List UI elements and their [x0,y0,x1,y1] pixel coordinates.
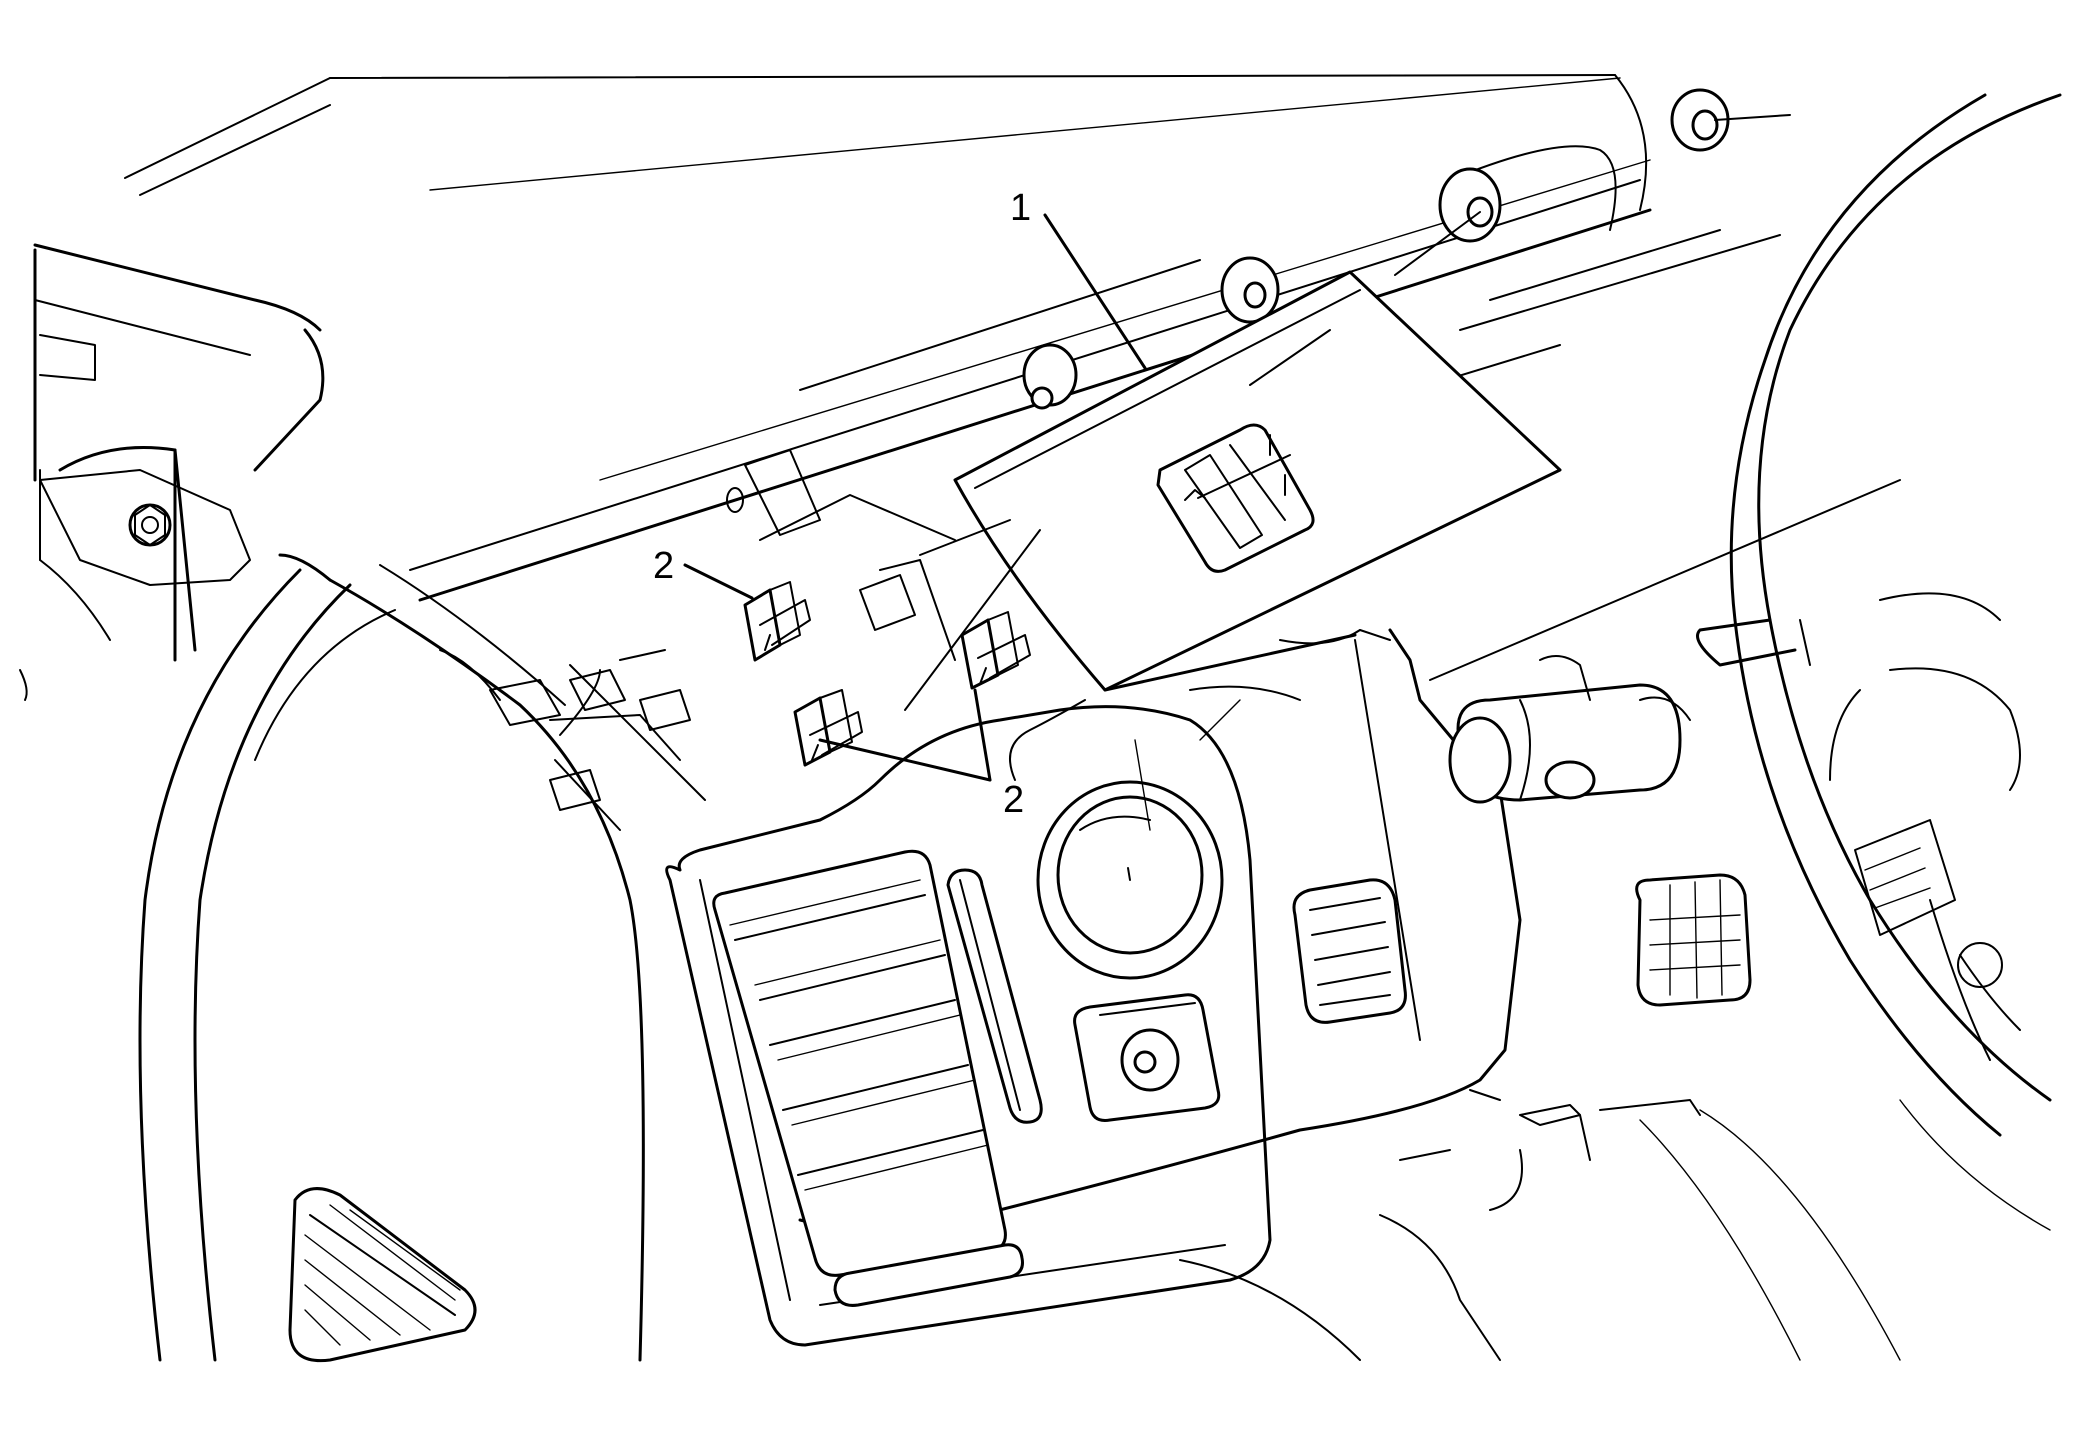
dash-edge-trim [328,564,681,1362]
steering-wheel [1696,93,2062,1137]
lower-trim-panel [1009,629,1361,781]
windshield-edge [124,74,1648,211]
callout-leader-shapes [559,494,1041,801]
driver-side-vent [1292,878,1407,1024]
headlamp-knob [1036,780,1224,980]
left-bracket [39,469,251,586]
dash-fasteners [726,88,1791,513]
callout-2b: 2 [818,688,1024,821]
turn-signal-lever [1448,655,1691,804]
callout-1-label: 1 [1010,187,1031,229]
dash-top-surface [33,145,1781,602]
retaining-clip-right [960,611,1031,690]
callout-2a: 2 [653,545,754,600]
column-connector [1854,819,2021,1061]
a-pillar-trim [19,248,325,701]
vent-bottom-slot [833,1243,1024,1307]
vent-thumbwheel-slot [946,868,1043,1124]
misc-detail-lines [1134,699,2051,1361]
retaining-clip-left [743,581,811,662]
small-switch-button [1073,993,1221,1122]
clip-slots [439,449,916,811]
callout-2b-label: 2 [1003,779,1024,821]
side-vent-grid [1635,873,1752,1007]
retaining-clip-middle [793,689,863,767]
callout-1: 1 [1010,187,1147,370]
window-switch-bezel [953,270,1562,692]
callout-2a-label: 2 [653,545,674,587]
center-air-vent [712,849,1007,1277]
left-door-arc [138,553,396,1362]
left-corner-vent [288,1187,477,1363]
